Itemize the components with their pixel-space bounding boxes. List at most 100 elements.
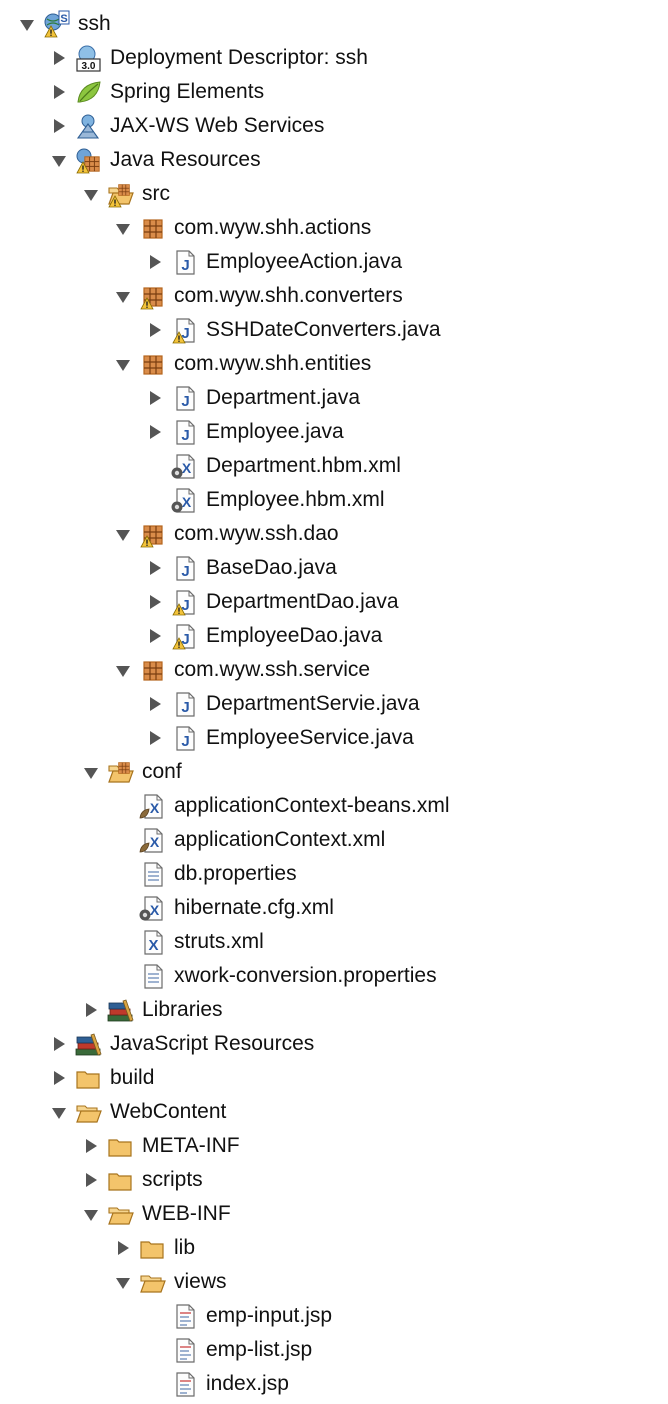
tree-row-pkg-converters[interactable]: com.wyw.shh.converters bbox=[0, 279, 668, 313]
tree-row-pkg-entities[interactable]: com.wyw.shh.entities bbox=[0, 347, 668, 381]
collapsed-twisty-icon[interactable] bbox=[86, 1173, 97, 1187]
tree-row-lib[interactable]: lib bbox=[0, 1231, 668, 1265]
tree-row-db-properties[interactable]: db.properties bbox=[0, 857, 668, 891]
tree-row-app-context[interactable]: X applicationContext.xml bbox=[0, 823, 668, 857]
expanded-twisty-icon[interactable] bbox=[52, 1108, 66, 1119]
expanded-twisty-icon[interactable] bbox=[116, 224, 130, 235]
expanded-twisty-icon[interactable] bbox=[84, 768, 98, 779]
java-file-icon: J bbox=[170, 724, 198, 752]
hibernate-xml-icon: X bbox=[170, 452, 198, 480]
collapsed-twisty-icon[interactable] bbox=[54, 1071, 65, 1085]
collapsed-twisty-icon[interactable] bbox=[150, 323, 161, 337]
svg-text:J: J bbox=[181, 257, 189, 274]
collapsed-twisty-icon[interactable] bbox=[54, 119, 65, 133]
expanded-twisty-icon[interactable] bbox=[84, 190, 98, 201]
tree-row-label: applicationContext-beans.xml bbox=[174, 794, 450, 817]
expanded-twisty-icon[interactable] bbox=[20, 20, 34, 31]
expanded-twisty-icon[interactable] bbox=[116, 292, 130, 303]
tree-row-libraries[interactable]: Libraries bbox=[0, 993, 668, 1027]
svg-text:J: J bbox=[181, 563, 189, 580]
svg-text:J: J bbox=[181, 699, 189, 716]
tree-row-views[interactable]: views bbox=[0, 1265, 668, 1299]
expanded-twisty-icon[interactable] bbox=[52, 156, 66, 167]
collapsed-twisty-icon[interactable] bbox=[150, 697, 161, 711]
tree-row-meta-inf[interactable]: META-INF bbox=[0, 1129, 668, 1163]
tree-row-webcontent[interactable]: WebContent bbox=[0, 1095, 668, 1129]
tree-row-app-context-beans[interactable]: X applicationContext-beans.xml bbox=[0, 789, 668, 823]
collapsed-twisty-icon[interactable] bbox=[54, 85, 65, 99]
tree-row-pkg-service[interactable]: com.wyw.ssh.service bbox=[0, 653, 668, 687]
collapsed-twisty-icon[interactable] bbox=[86, 1139, 97, 1153]
tree-row-employee-hbm[interactable]: X Employee.hbm.xml bbox=[0, 483, 668, 517]
tree-row-label: emp-list.jsp bbox=[206, 1338, 313, 1361]
tree-row-spring-elements[interactable]: Spring Elements bbox=[0, 75, 668, 109]
expanded-twisty-icon[interactable] bbox=[116, 530, 130, 541]
tree-row-department-hbm[interactable]: X Department.hbm.xml bbox=[0, 449, 668, 483]
tree-row-label: DepartmentDao.java bbox=[206, 590, 399, 613]
tree-row-label: EmployeeAction.java bbox=[206, 250, 403, 273]
spring-xml-icon: X bbox=[138, 792, 166, 820]
tree-row-base-dao[interactable]: J BaseDao.java bbox=[0, 551, 668, 585]
tree-row-pkg-dao[interactable]: com.wyw.ssh.dao bbox=[0, 517, 668, 551]
tree-row-conf[interactable]: conf bbox=[0, 755, 668, 789]
tree-row-emp-input-jsp[interactable]: emp-input.jsp bbox=[0, 1299, 668, 1333]
tree-row-label: ssh bbox=[78, 12, 111, 35]
collapsed-twisty-icon[interactable] bbox=[150, 425, 161, 439]
tree-row-label: build bbox=[110, 1066, 155, 1089]
tree-row-hibernate-cfg[interactable]: X hibernate.cfg.xml bbox=[0, 891, 668, 925]
folder-open-icon bbox=[138, 1268, 166, 1296]
folder-icon bbox=[74, 1064, 102, 1092]
tree-row-index-jsp[interactable]: index.jsp bbox=[0, 1367, 668, 1401]
svg-text:X: X bbox=[150, 902, 160, 918]
tree-row-emp-list-jsp[interactable]: emp-list.jsp bbox=[0, 1333, 668, 1367]
tree-row-jax-ws[interactable]: JAX-WS Web Services bbox=[0, 109, 668, 143]
collapsed-twisty-icon[interactable] bbox=[150, 561, 161, 575]
tree-row-label: src bbox=[142, 182, 170, 205]
tree-row-ssh-project[interactable]: S ssh bbox=[0, 7, 668, 41]
tree-row-employee-dao[interactable]: J EmployeeDao.java bbox=[0, 619, 668, 653]
xml-file-icon: X bbox=[138, 928, 166, 956]
tree-row-pkg-actions[interactable]: com.wyw.shh.actions bbox=[0, 211, 668, 245]
tree-row-xwork-conversion[interactable]: xwork-conversion.properties bbox=[0, 959, 668, 993]
tree-row-web-inf[interactable]: WEB-INF bbox=[0, 1197, 668, 1231]
tree-row-scripts[interactable]: scripts bbox=[0, 1163, 668, 1197]
tree-row-label: com.wyw.shh.converters bbox=[174, 284, 403, 307]
collapsed-twisty-icon[interactable] bbox=[118, 1241, 129, 1255]
collapsed-twisty-icon[interactable] bbox=[150, 731, 161, 745]
package-icon bbox=[138, 520, 166, 548]
tree-row-label: EmployeeDao.java bbox=[206, 624, 383, 647]
tree-row-label: JavaScript Resources bbox=[110, 1032, 315, 1055]
tree-row-src[interactable]: src bbox=[0, 177, 668, 211]
expanded-twisty-icon[interactable] bbox=[116, 360, 130, 371]
svg-text:X: X bbox=[150, 834, 160, 850]
tree-row-employee-action[interactable]: J EmployeeAction.java bbox=[0, 245, 668, 279]
collapsed-twisty-icon[interactable] bbox=[54, 51, 65, 65]
collapsed-twisty-icon[interactable] bbox=[86, 1003, 97, 1017]
jsp-file-icon bbox=[170, 1370, 198, 1398]
collapsed-twisty-icon[interactable] bbox=[150, 391, 161, 405]
collapsed-twisty-icon[interactable] bbox=[54, 1037, 65, 1051]
expanded-twisty-icon[interactable] bbox=[116, 666, 130, 677]
tree-row-label: BaseDao.java bbox=[206, 556, 337, 579]
collapsed-twisty-icon[interactable] bbox=[150, 255, 161, 269]
tree-row-department-dao[interactable]: J DepartmentDao.java bbox=[0, 585, 668, 619]
expanded-twisty-icon[interactable] bbox=[116, 1278, 130, 1289]
collapsed-twisty-icon[interactable] bbox=[150, 629, 161, 643]
libraries-icon bbox=[106, 996, 134, 1024]
java-file-icon: J bbox=[170, 418, 198, 446]
tree-row-ssh-date-converters[interactable]: J SSHDateConverters.java bbox=[0, 313, 668, 347]
svg-text:X: X bbox=[148, 937, 158, 954]
tree-row-javascript-resources[interactable]: JavaScript Resources bbox=[0, 1027, 668, 1061]
expanded-twisty-icon[interactable] bbox=[84, 1210, 98, 1221]
tree-row-build[interactable]: build bbox=[0, 1061, 668, 1095]
collapsed-twisty-icon[interactable] bbox=[150, 595, 161, 609]
java-file-icon: J bbox=[170, 588, 198, 616]
tree-row-java-resources[interactable]: Java Resources bbox=[0, 143, 668, 177]
